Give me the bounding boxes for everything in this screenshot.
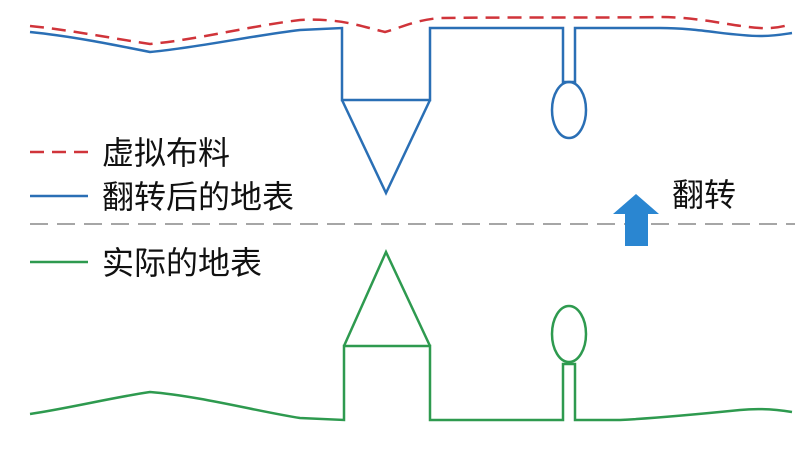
- virtual-cloth-line: [29, 15, 793, 46]
- legend-label-flipped-surface: 翻转后的地表: [102, 178, 294, 216]
- actual-surface-line: [29, 344, 793, 422]
- legend-label-actual-surface: 实际的地表: [102, 244, 262, 282]
- flipped-roof-triangle: [340, 99, 432, 196]
- legend-label-virtual-cloth: 虚拟布料: [102, 134, 230, 172]
- flipped-tree-crown: [550, 80, 588, 140]
- flip-label: 翻转: [672, 176, 736, 214]
- actual-tree-crown: [550, 304, 588, 364]
- flipped-surface-line: [29, 26, 793, 102]
- flip-arrow-icon: [613, 194, 659, 246]
- actual-roof-triangle: [342, 248, 432, 347]
